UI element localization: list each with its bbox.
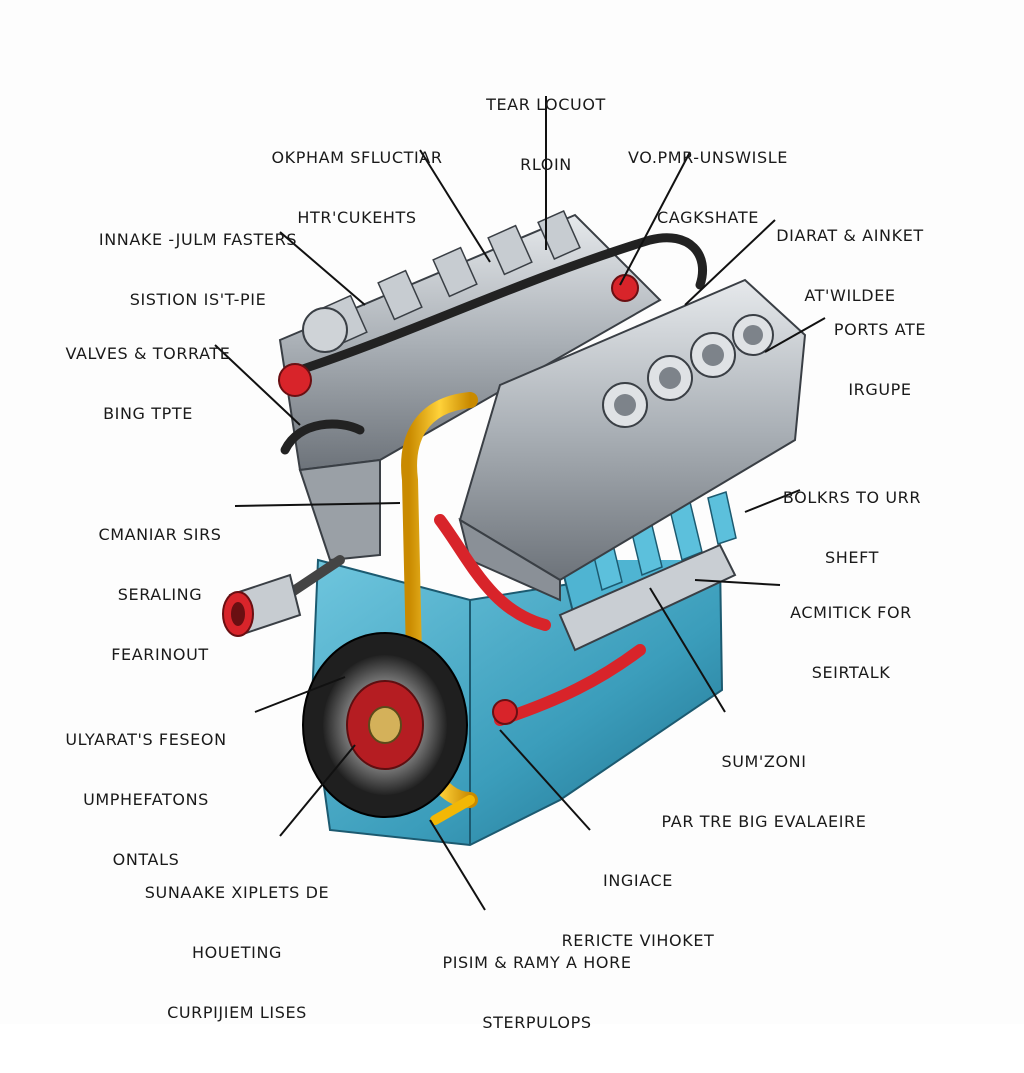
exhaust-pipe (558, 543, 737, 652)
label-line: SUNAAKE XIPLETS DE (144, 883, 330, 902)
label-sunaake: SUNAAKE XIPLETS DE HOUETING CURPIJIEM LI… (145, 843, 329, 1063)
label-valves: VALVES & TORRATE BING TPTE (65, 304, 230, 464)
label-ports: PORTS ATE IRGUPE (834, 280, 926, 440)
label-line: HTR'CUKEHTS (297, 208, 417, 227)
label-bolkrs: BOLKRS TO URR SHEFT (783, 448, 921, 608)
label-line: INNAKE -JULM FASTERS (98, 230, 298, 249)
label-line: AT'WILDEE (804, 286, 896, 305)
label-line: BOLKRS TO URR (782, 488, 922, 507)
label-line: TEAR LOCUOT (486, 95, 606, 114)
label-line: CAGKSHATE (657, 208, 759, 227)
label-line: IRGUPE (848, 380, 912, 399)
red-pipes (434, 514, 646, 726)
label-vo-pmr: VO.PMR-UNSWISLE CAGKSHATE (628, 108, 788, 268)
label-line: BING TPTE (103, 404, 193, 423)
label-line: SISTION IS'T-PIE (129, 290, 267, 309)
engine-illustration (214, 96, 826, 911)
label-line: FEARINOUT (111, 645, 209, 664)
label-sumzoni: SUM'ZONI PAR TRE BIG EVALAEIRE (662, 712, 867, 872)
label-ulyarat: ULYARAT'S FESEON UMPHEFATONS ONTALS (65, 690, 226, 910)
label-line: PORTS ATE (833, 320, 927, 339)
label-tear-locuot: TEAR LOCUOT RLOIN (486, 55, 606, 215)
leader-lines (214, 96, 826, 911)
label-line: PISIM & RAMY A HORE (442, 953, 632, 972)
label-line: CURPIJIEM LISES (167, 1003, 307, 1022)
label-innake: INNAKE -JULM FASTERS SISTION IS'T-PIE (99, 190, 297, 350)
label-acmitick: ACMITICK FOR SEIRTALK (790, 563, 912, 723)
label-line: VO.PMR-UNSWISLE (628, 148, 788, 167)
label-ingiace: INGIACE RERICTE VIHOKET (562, 831, 715, 991)
cylinder-head-rear (278, 210, 662, 562)
label-line: OKPHAM SFLUCTIAR (271, 148, 443, 167)
label-line: DIARAT & AINKET (776, 226, 924, 245)
label-line: SERALING (117, 585, 203, 604)
label-line: SEIRTALK (811, 663, 891, 682)
label-line: CMANIAR SIRS (98, 525, 222, 544)
label-line: SUM'ZONI (721, 752, 807, 771)
cylinder-head-front (458, 278, 807, 602)
label-diarat: DIARAT & AINKET AT'WILDEE (776, 186, 924, 346)
label-pisim: PISIM & RAMY A HORE STERPULOPS (442, 913, 631, 1073)
label-line: SHEFT (824, 548, 879, 567)
label-line: UMPHEFATONS (83, 790, 209, 809)
label-cmaniar: CMANIAR SIRS SERALING FEARINOUT (98, 485, 221, 705)
label-line: RLOIN (520, 155, 572, 174)
label-line: INGIACE (603, 871, 673, 890)
label-line: HOUETING (191, 943, 283, 962)
label-line: PAR TRE BIG EVALAEIRE (661, 812, 867, 831)
label-okpham: OKPHAM SFLUCTIAR HTR'CUKEHTS (271, 108, 442, 268)
inlet-port (222, 573, 302, 637)
label-line: ULYARAT'S FESEON (65, 730, 227, 749)
label-line: VALVES & TORRATE (65, 344, 231, 363)
label-line: ONTALS (112, 850, 180, 869)
label-line: STERPULOPS (482, 1013, 592, 1032)
label-line: ACMITICK FOR (790, 603, 912, 622)
label-line: RERICTE VIHOKET (561, 931, 715, 950)
engine-diagram: TEAR LOCUOT RLOIN OKPHAM SFLUCTIAR HTR'C… (65, 55, 926, 1032)
pulley (302, 632, 468, 818)
